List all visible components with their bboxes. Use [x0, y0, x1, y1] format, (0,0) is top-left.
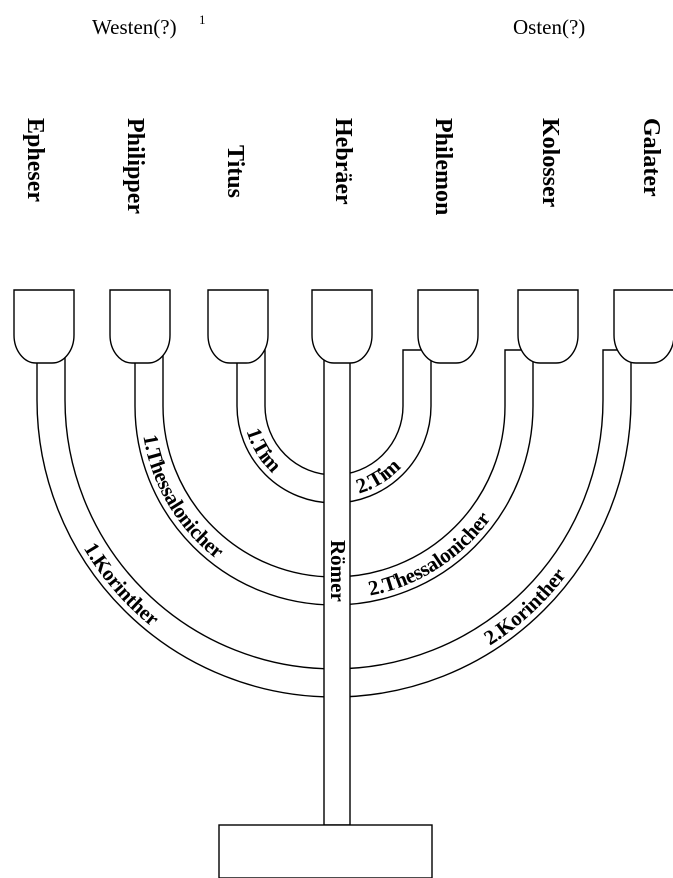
letter-kolosser: Kolosser [537, 118, 563, 208]
inner-arm [236, 349, 432, 504]
label-1-thessalonicher: 1.Thessalonicher [138, 433, 228, 564]
cup-1 [13, 289, 75, 364]
menorah-arms [36, 349, 632, 698]
west-footnote-marker: 1 [199, 12, 206, 27]
middle-arm [134, 349, 534, 606]
letter-titus: Titus [222, 145, 248, 198]
label-1-korinther: 1.Korinther [79, 538, 164, 631]
cup-7 [613, 289, 673, 364]
central-stem [323, 329, 351, 826]
east-label: Osten(?) [513, 15, 585, 39]
cup-2 [109, 289, 171, 364]
letter-philemon: Philemon [430, 118, 456, 215]
cups [13, 289, 673, 364]
label-roemer: Römer [326, 540, 350, 602]
outer-arm [36, 349, 632, 698]
letter-labels: Epheser Philipper Titus Hebräer Philemon… [22, 118, 664, 215]
letter-galater: Galater [638, 118, 664, 197]
letter-hebraeer: Hebräer [330, 118, 356, 205]
label-2-thessalonicher: 2.Thessalonicher [366, 507, 495, 601]
cup-3 [207, 289, 269, 364]
letter-epheser: Epheser [22, 118, 48, 202]
letter-philipper: Philipper [122, 118, 148, 214]
menorah-base [218, 824, 433, 878]
west-label: Westen(?) [92, 15, 177, 39]
cup-4 [311, 289, 373, 364]
cup-6 [517, 289, 579, 364]
label-2-korinther: 2.Korinther [479, 563, 570, 650]
cup-5 [417, 289, 479, 364]
